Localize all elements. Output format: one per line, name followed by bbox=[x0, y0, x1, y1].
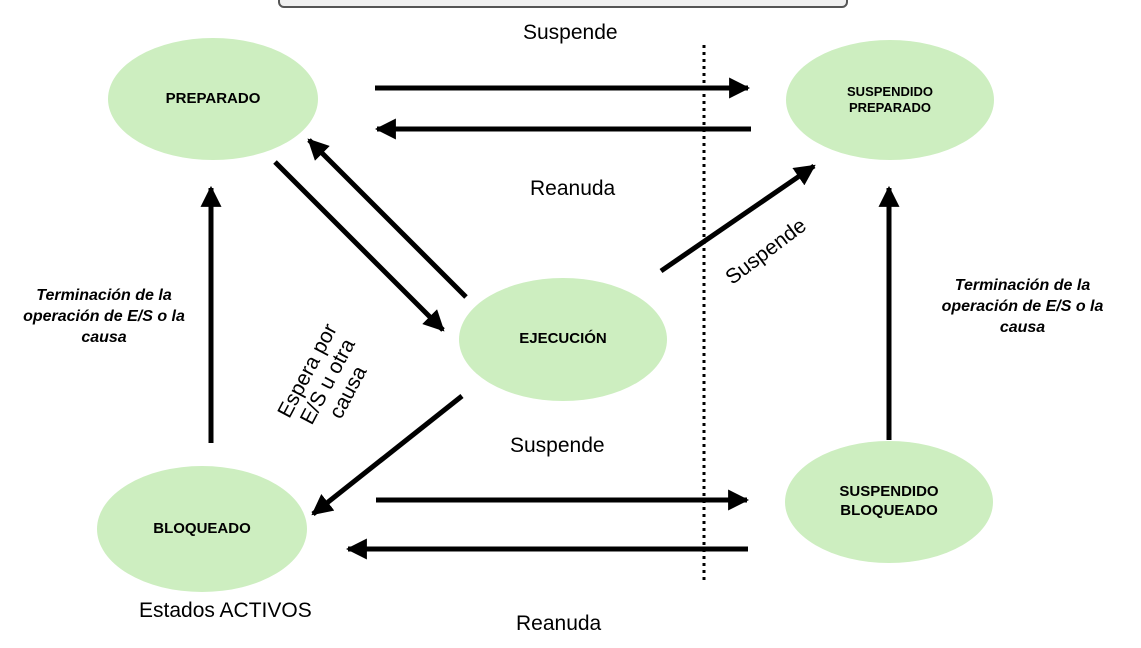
state-suspendido-preparado: SUSPENDIDO PREPARADO bbox=[786, 40, 994, 160]
label-term-left-line3: causa bbox=[81, 328, 127, 346]
label-reanuda-bottom: Reanuda bbox=[516, 612, 602, 635]
state-preparado-label: PREPARADO bbox=[165, 89, 261, 107]
state-suspendido-bloqueado-line1: SUSPENDIDO bbox=[839, 483, 939, 501]
label-suspende-middle: Suspende bbox=[510, 434, 605, 457]
state-ejecucion-label: EJECUCIÓN bbox=[519, 330, 607, 348]
label-terminacion-right: Terminación de la operación de E/S o la … bbox=[920, 276, 1125, 338]
state-ejecucion: EJECUCIÓN bbox=[459, 278, 667, 401]
window-top-bar bbox=[278, 0, 848, 8]
state-suspendido-bloqueado: SUSPENDIDO BLOQUEADO bbox=[785, 441, 993, 563]
label-term-left-line1: Terminación de la bbox=[36, 287, 172, 304]
state-suspendido-bloqueado-line2: BLOQUEADO bbox=[840, 502, 938, 519]
label-suspende-top: Suspende bbox=[523, 21, 618, 44]
label-reanuda-top: Reanuda bbox=[530, 177, 616, 200]
label-term-right-line2: operación de E/S o la bbox=[941, 297, 1104, 315]
state-bloqueado: BLOQUEADO bbox=[97, 466, 307, 592]
state-preparado: PREPARADO bbox=[108, 38, 318, 160]
arrow-ejecucion-to-bloqueado bbox=[311, 394, 464, 516]
label-term-right-line1: Terminación de la bbox=[954, 277, 1091, 294]
label-terminacion-left: Terminación de la operación de E/S o la … bbox=[4, 286, 204, 348]
label-term-left-line2: operación de E/S o la bbox=[23, 307, 185, 325]
label-estados-activos: Estados ACTIVOS bbox=[139, 599, 312, 622]
state-suspendido-preparado-line1: SUSPENDIDO bbox=[847, 83, 933, 99]
arrow-ejecucion-to-susp-preparado bbox=[659, 163, 816, 274]
state-suspendido-preparado-line2: PREPARADO bbox=[848, 100, 932, 115]
state-bloqueado-label: BLOQUEADO bbox=[153, 519, 251, 537]
label-term-right-line3: causa bbox=[999, 318, 1046, 336]
arrow-preparado-to-ejecucion bbox=[273, 160, 445, 332]
arrow-ejecucion-to-preparado bbox=[307, 138, 468, 299]
